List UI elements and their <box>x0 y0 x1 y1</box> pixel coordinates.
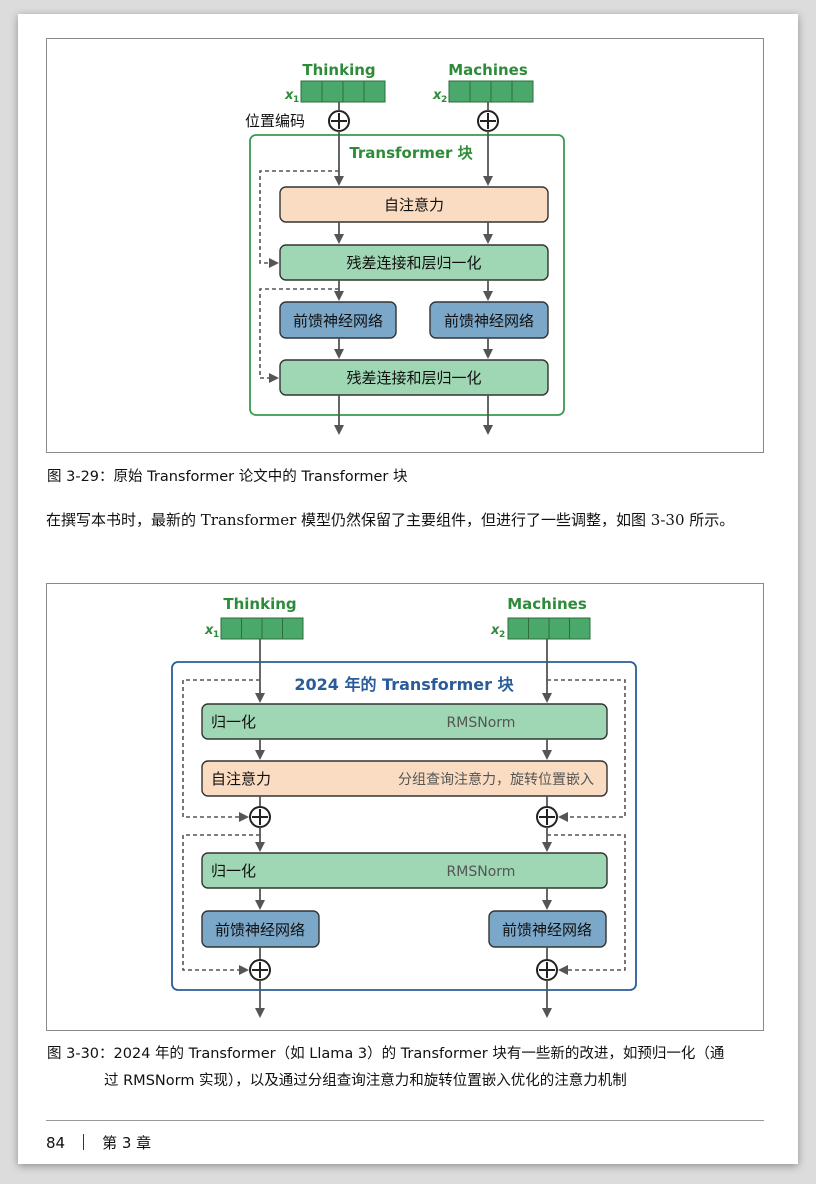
norm-label-1: 归一化 <box>211 713 256 731</box>
token-label-thinking-2: Thinking <box>223 595 296 613</box>
attention-box <box>201 760 608 797</box>
transformer-block-frame <box>249 134 565 416</box>
body-paragraph: 在撰写本书时，最新的 Transformer 模型仍然保留了主要组件，但进行了一… <box>46 511 735 529</box>
figure-3-29-diagram: Thinking Machines x 1 x 2 位置编码 <box>245 61 565 435</box>
ffn-label-left: 前馈神经网络 <box>293 312 383 330</box>
x2-label: x <box>432 88 442 103</box>
position-encoding-label: 位置编码 <box>245 112 305 130</box>
token-vector-x1 <box>300 80 386 103</box>
norm-sub-2: RMSNorm <box>447 864 516 880</box>
add-circle-2-left-1 <box>249 806 271 828</box>
figure-3-30-caption-line-1: 图 3-30：2024 年的 Transformer（如 Llama 3）的 T… <box>47 1046 725 1062</box>
figure-3-29-caption: 图 3-29：原始 Transformer 论文中的 Transformer 块 <box>47 469 408 485</box>
residual-norm-box-1 <box>279 244 549 281</box>
chapter-label: 第 3 章 <box>102 1134 152 1152</box>
x2-label-2: x <box>490 623 500 638</box>
x2-subscript: 2 <box>441 95 447 105</box>
token-vector-x2-2 <box>507 617 591 640</box>
transformer-block-title: Transformer 块 <box>349 144 473 162</box>
ffn-label-2-right: 前馈神经网络 <box>502 921 592 939</box>
token-label-machines: Machines <box>448 61 528 79</box>
token-label-thinking: Thinking <box>302 61 375 79</box>
x1-subscript: 1 <box>293 95 299 105</box>
token-vector-x2 <box>448 80 534 103</box>
x1-label: x <box>284 88 294 103</box>
figure-3-30-diagram: Thinking Machines x 1 x 2 2024 年的 Transf… <box>171 595 637 1018</box>
token-label-machines-2: Machines <box>507 595 587 613</box>
page-footer: 84 第 3 章 <box>46 1132 151 1153</box>
residual-skip-2-right-1 <box>547 679 626 822</box>
transformer-2024-block-title: 2024 年的 Transformer 块 <box>294 675 514 694</box>
residual-skip-2-right-2 <box>547 834 626 975</box>
ffn-box-left <box>279 301 397 339</box>
norm-label-2: 归一化 <box>211 862 256 880</box>
ffn-label-2-left: 前馈神经网络 <box>215 921 305 939</box>
figure-3-30: Thinking Machines x 1 x 2 2024 年的 Transf… <box>46 583 764 1031</box>
residual-norm-box-2 <box>279 359 549 396</box>
norm-box-2 <box>201 852 608 889</box>
ffn-box-right <box>429 301 549 339</box>
norm-box-1 <box>201 703 608 740</box>
norm-sub-1: RMSNorm <box>447 715 516 731</box>
book-page: Thinking Machines x 1 x 2 位置编码 <box>18 14 798 1164</box>
residual-skip-2-left-2 <box>182 834 260 975</box>
x1-subscript-2: 1 <box>213 630 219 640</box>
transformer-2024-block-frame <box>171 661 637 991</box>
figure-3-29: Thinking Machines x 1 x 2 位置编码 <box>46 38 764 453</box>
add-circle-2-right-1 <box>536 806 558 828</box>
add-circle-2-right-2 <box>536 959 558 981</box>
add-circle-right <box>477 110 499 132</box>
residual-norm-label-1: 残差连接和层归一化 <box>346 254 481 272</box>
footer-separator <box>83 1134 85 1150</box>
token-vector-x1-2 <box>220 617 304 640</box>
add-circle-left <box>328 110 350 132</box>
ffn-label-right: 前馈神经网络 <box>444 312 534 330</box>
self-attention-box <box>279 186 549 223</box>
attention-sub: 分组查询注意力，旋转位置嵌入 <box>398 771 594 788</box>
residual-norm-label-2: 残差连接和层归一化 <box>346 369 481 387</box>
residual-skip-2 <box>259 288 339 383</box>
self-attention-label: 自注意力 <box>384 196 444 214</box>
footer-rule <box>46 1120 764 1121</box>
residual-skip-2-left-1 <box>182 679 260 822</box>
figure-3-30-caption-line-2: 过 RMSNorm 实现），以及通过分组查询注意力和旋转位置嵌入优化的注意力机制 <box>104 1073 627 1089</box>
add-circle-2-left-2 <box>249 959 271 981</box>
attention-label: 自注意力 <box>211 770 271 788</box>
x2-subscript-2: 2 <box>499 630 505 640</box>
page-number: 84 <box>46 1134 66 1152</box>
x1-label-2: x <box>204 623 214 638</box>
